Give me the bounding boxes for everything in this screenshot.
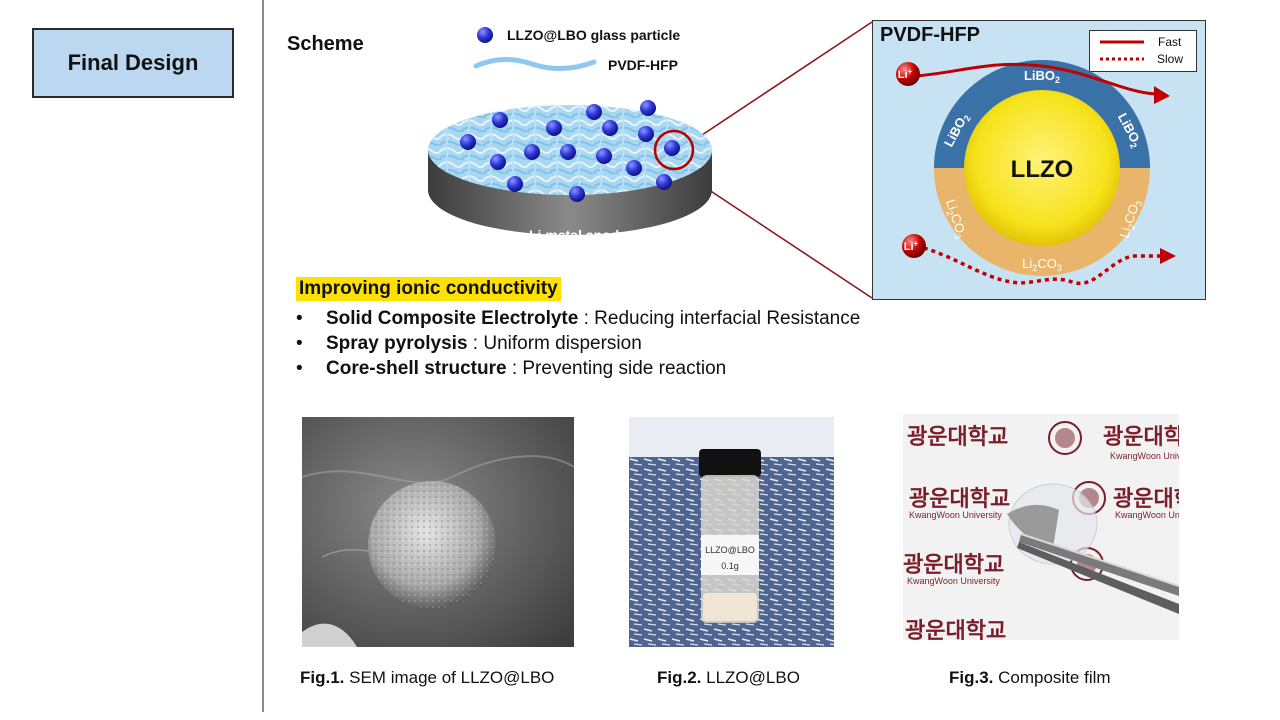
svg-text:광운대학교: 광운대학교: [1113, 486, 1179, 511]
vial-label-mass: 0.1g: [721, 561, 739, 571]
vial-photo: LLZO@LBO 0.1g: [629, 417, 834, 647]
polymer-legend-icon: [473, 57, 597, 72]
svg-text:광운대학교: 광운대학교: [907, 424, 1008, 449]
legend-slow-label: Slow: [1157, 52, 1184, 66]
magnify-circle: [653, 129, 695, 171]
sem-image: [302, 417, 574, 647]
anode-label: Li metal anode: [529, 227, 627, 243]
svg-text:Li+: Li+: [898, 67, 913, 81]
li-ion-top: [896, 62, 920, 86]
composite-film-photo: 광운대학교 광운대학교 KwangWoon University 광운대학교 K…: [903, 414, 1179, 640]
bullet-item: • Solid Composite Electrolyte : Reducing…: [296, 308, 861, 329]
fast-path: [915, 62, 1157, 96]
figure-caption-1: Fig.1. SEM image of LLZO@LBO: [300, 668, 555, 687]
vial-label-text: LLZO@LBO: [705, 545, 755, 555]
speed-legend: [1089, 30, 1197, 72]
bullet-item: • Core-shell structure : Preventing side…: [296, 358, 727, 379]
bullet-item: • Spray pyrolysis : Uniform dispersion: [296, 333, 642, 354]
speed-legend-lines: [1100, 40, 1144, 61]
svg-text:광운대학교: 광운대학교: [905, 618, 1006, 640]
svg-text:KwangWoon University: KwangWoon University: [909, 510, 1002, 520]
svg-text:KwangWoon University: KwangWoon University: [1110, 451, 1179, 461]
figure-caption-3: Fig.3. Composite film: [949, 668, 1111, 687]
electrolyte-disc-illustration: Li metal anode: [428, 100, 712, 243]
legend-polymer-label: PVDF-HFP: [608, 57, 678, 73]
legend-markers: [477, 27, 493, 43]
svg-text:KwangWoon University: KwangWoon University: [1115, 510, 1179, 520]
legend-fast-label: Fast: [1158, 35, 1182, 49]
svg-text:Li+: Li+: [904, 239, 919, 253]
scheme-label: Scheme: [287, 33, 364, 55]
vial-cap: [699, 449, 761, 477]
shell-label-li2co3-bottom: Li2CO3: [1022, 256, 1062, 273]
legend-particle-label: LLZO@LBO glass particle: [507, 27, 681, 43]
shell-label-li2co3-right: Li2CO3: [1116, 197, 1144, 240]
panel-title: PVDF-HFP: [880, 24, 980, 46]
svg-text:KwangWoon University: KwangWoon University: [907, 576, 1000, 586]
page-title: Final Design: [32, 28, 234, 98]
figure-caption-2: Fig.2. LLZO@LBO: [657, 668, 800, 687]
section-divider: [262, 0, 264, 712]
shell-label-li2co3-left: Li2CO3: [941, 197, 969, 240]
svg-text:광운대학교: 광운대학교: [909, 486, 1010, 511]
fast-arrow-head: [1154, 86, 1170, 104]
composite-film: [1007, 504, 1059, 548]
slow-path: [915, 244, 1162, 286]
li-ion-bottom: [902, 234, 926, 258]
tweezers: [1019, 534, 1179, 596]
svg-text:광운대학교: 광운대학교: [1103, 424, 1179, 449]
particles: [460, 100, 680, 202]
core-label: LLZO: [1011, 156, 1074, 183]
svg-text:광운대학교: 광운대학교: [903, 552, 1004, 577]
core-shell-diagram: LLZO LiBO2 LiBO2 LiBO2 Li2CO3 Li2CO3 Li2…: [896, 60, 1176, 286]
highlight-heading: Improving ionic conductivity: [296, 277, 561, 301]
slow-arrow-head: [1160, 248, 1176, 264]
shell-label-libo2-top: LiBO2: [1024, 68, 1060, 85]
bullet-list: • Solid Composite Electrolyte : Reducing…: [296, 306, 860, 381]
llzo-core: [964, 90, 1120, 246]
particle-legend-icon: [477, 27, 493, 43]
